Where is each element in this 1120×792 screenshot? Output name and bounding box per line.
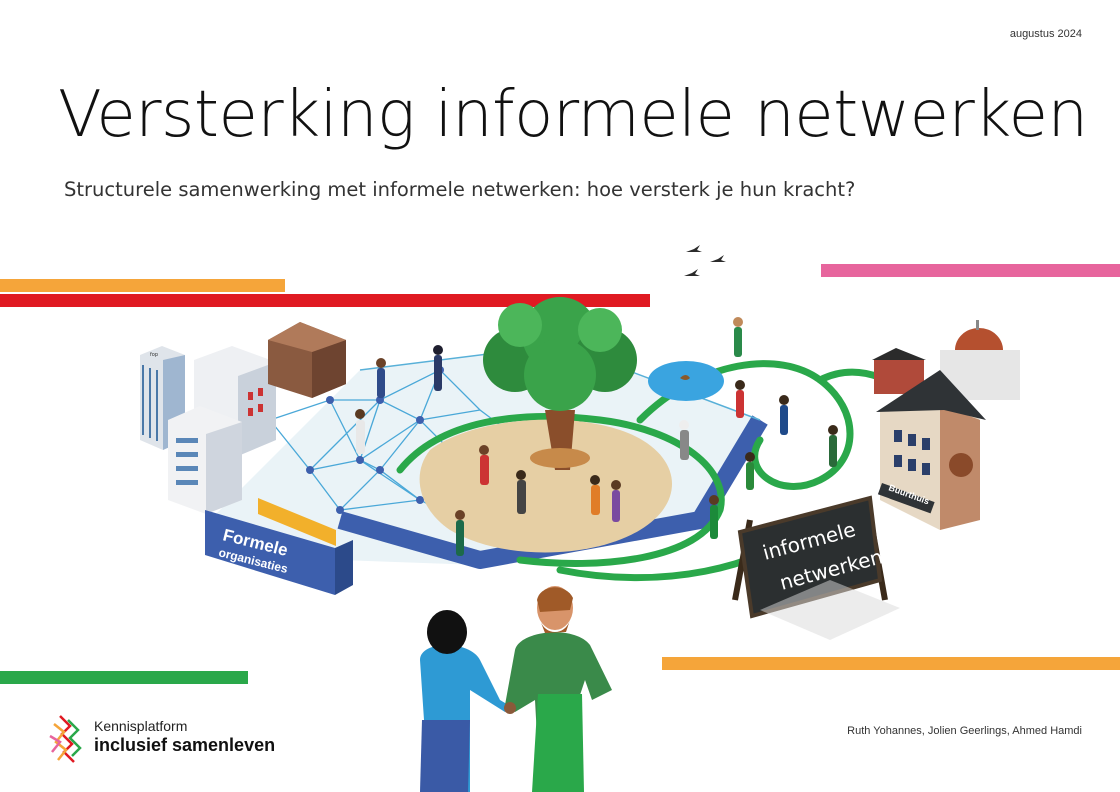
kennisplatform-logo-icon xyxy=(49,715,82,763)
page-subtitle: Structurele samenwerking met informele n… xyxy=(64,178,856,201)
building-sign-text: fop xyxy=(150,352,158,358)
people-figures xyxy=(355,317,838,556)
tree-icon xyxy=(483,297,637,470)
kennisplatform-logo[interactable]: Kennisplatform inclusief samenleven xyxy=(48,712,308,772)
mosque-icon xyxy=(872,320,1020,400)
pond xyxy=(648,361,724,401)
birds-icon xyxy=(684,245,726,276)
publication-date: augustus 2024 xyxy=(1009,28,1082,40)
logo-line2: inclusief samenleven xyxy=(94,735,276,755)
office-buildings-icon: fop xyxy=(140,322,346,514)
chalkboard-sign: informele netwerken xyxy=(732,495,900,640)
orange-stripe-top xyxy=(0,279,285,292)
authors: Ruth Yohannes, Jolien Geerlings, Ahmed H… xyxy=(847,725,1082,737)
page-title: Versterking informele netwerken xyxy=(58,78,1088,152)
pink-stripe xyxy=(821,264,1120,277)
orange-stripe-bottom xyxy=(662,657,1120,670)
pond-duck xyxy=(680,375,690,380)
red-stripe xyxy=(0,294,650,307)
handshake-figures xyxy=(420,586,612,792)
buurthuis-building-icon: Buurthuis xyxy=(876,370,986,530)
logo-line1: Kennisplatform xyxy=(94,718,188,734)
green-stripe xyxy=(0,671,248,684)
